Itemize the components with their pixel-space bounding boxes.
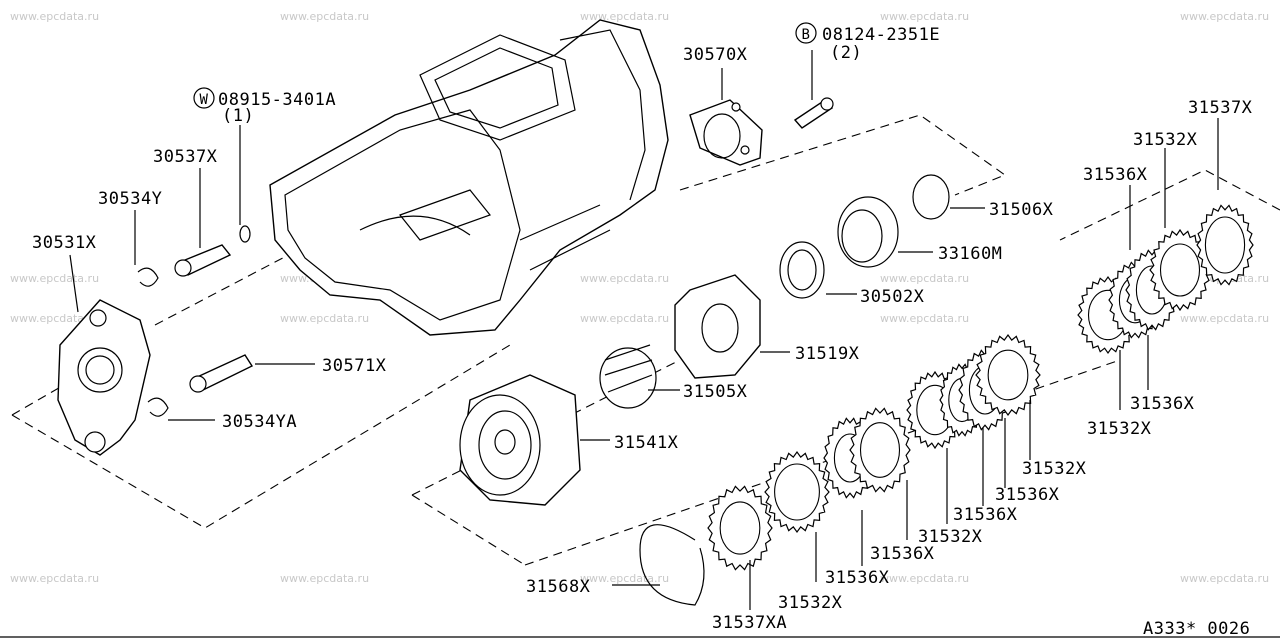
label-08124-qty: (2) bbox=[830, 43, 862, 63]
part-labels: 30570X 08124-2351E (2) 08915-3401A (1) 3… bbox=[32, 25, 1253, 633]
watermark-text: www.epcdata.ru bbox=[10, 312, 99, 325]
clutch-plate bbox=[707, 485, 773, 571]
label-31537xa[interactable]: 31537XA bbox=[712, 613, 787, 633]
label-30571x[interactable]: 30571X bbox=[322, 356, 387, 376]
watermark-text: www.epcdata.ru bbox=[1180, 572, 1269, 585]
clutch-plate bbox=[975, 333, 1041, 417]
clutch-plate-bore bbox=[774, 463, 820, 521]
watermark-text: www.epcdata.ru bbox=[880, 312, 969, 325]
washer-marker-circle bbox=[193, 87, 215, 109]
label-31532x[interactable]: 31532X bbox=[778, 593, 843, 613]
watermark-text: www.epcdata.ru bbox=[1180, 10, 1269, 23]
label-31536x[interactable]: 31536X bbox=[953, 505, 1018, 525]
label-30502x[interactable]: 30502X bbox=[860, 287, 925, 307]
clutch-plate-bore bbox=[1159, 243, 1201, 297]
label-31537x[interactable]: 31537X bbox=[1188, 98, 1253, 118]
label-30534y[interactable]: 30534Y bbox=[98, 189, 162, 209]
label-31536x[interactable]: 31536X bbox=[1130, 394, 1195, 414]
watermark-text: www.epcdata.ru bbox=[880, 572, 969, 585]
watermark-text: www.epcdata.ru bbox=[880, 272, 969, 285]
label-31536x[interactable]: 31536X bbox=[1083, 165, 1148, 185]
watermark-layer: www.epcdata.ru www.epcdata.ru www.epcdata.… bbox=[10, 10, 1269, 585]
watermark-text: www.epcdata.ru bbox=[580, 572, 669, 585]
watermark-text: www.epcdata.ru bbox=[10, 572, 99, 585]
watermark-text: www.epcdata.ru bbox=[280, 312, 369, 325]
clutch-plate bbox=[849, 407, 911, 493]
label-31506x[interactable]: 31506X bbox=[989, 200, 1054, 220]
clutch-plate-bore bbox=[987, 349, 1029, 401]
watermark-text: www.epcdata.ru bbox=[280, 10, 369, 23]
label-31532x[interactable]: 31532X bbox=[1022, 459, 1087, 479]
watermark-text: www.epcdata.ru bbox=[280, 572, 369, 585]
label-31519x[interactable]: 31519X bbox=[795, 344, 860, 364]
label-08124-2351e[interactable]: 08124-2351E bbox=[822, 25, 940, 45]
clutch-plate-bore bbox=[719, 501, 761, 555]
label-31541x[interactable]: 31541X bbox=[614, 433, 679, 453]
upper-parts bbox=[689, 97, 950, 299]
watermark-text: www.epcdata.ru bbox=[1180, 312, 1269, 325]
bolt-marker-circle bbox=[795, 22, 817, 44]
clutch-carrier bbox=[459, 274, 761, 506]
label-30534ya[interactable]: 30534YA bbox=[222, 412, 297, 432]
label-31532x[interactable]: 31532X bbox=[1087, 419, 1152, 439]
snap-ring bbox=[639, 524, 705, 606]
label-08915-qty: (1) bbox=[222, 106, 254, 126]
label-08915-3401a[interactable]: 08915-3401A bbox=[218, 90, 336, 110]
marker-badges: B W bbox=[193, 22, 817, 109]
diagram-code: A333* 0026 bbox=[1143, 619, 1250, 639]
washer-marker: W bbox=[200, 92, 209, 108]
label-31505x[interactable]: 31505X bbox=[683, 382, 748, 402]
label-30537x[interactable]: 30537X bbox=[153, 147, 218, 167]
label-31532x[interactable]: 31532X bbox=[1133, 130, 1198, 150]
bolt-marker: B bbox=[802, 27, 811, 43]
label-30570x[interactable]: 30570X bbox=[683, 45, 748, 65]
label-33160m[interactable]: 33160M bbox=[938, 244, 1002, 264]
small-parts-left bbox=[137, 225, 254, 417]
label-31536x[interactable]: 31536X bbox=[825, 568, 890, 588]
clutch-plate bbox=[1149, 228, 1211, 312]
label-31568x[interactable]: 31568X bbox=[526, 577, 591, 597]
clutch-plate-bore bbox=[1204, 216, 1246, 274]
label-30531x[interactable]: 30531X bbox=[32, 233, 97, 253]
watermark-text: www.epcdata.ru bbox=[880, 10, 969, 23]
label-31536x[interactable]: 31536X bbox=[870, 544, 935, 564]
watermark-text: www.epcdata.ru bbox=[580, 10, 669, 23]
label-31536x[interactable]: 31536X bbox=[995, 485, 1060, 505]
watermark-text: www.epcdata.ru bbox=[580, 312, 669, 325]
watermark-text: www.epcdata.ru bbox=[10, 10, 99, 23]
watermark-text: www.epcdata.ru bbox=[10, 272, 99, 285]
clutch-plate-bore bbox=[859, 422, 901, 478]
clutch-plates bbox=[707, 204, 1254, 571]
extension-housing bbox=[57, 299, 151, 456]
leader-lines bbox=[69, 50, 1219, 610]
transmission-case bbox=[269, 19, 669, 336]
label-31532x[interactable]: 31532X bbox=[918, 527, 983, 547]
watermark-text: www.epcdata.ru bbox=[580, 272, 669, 285]
